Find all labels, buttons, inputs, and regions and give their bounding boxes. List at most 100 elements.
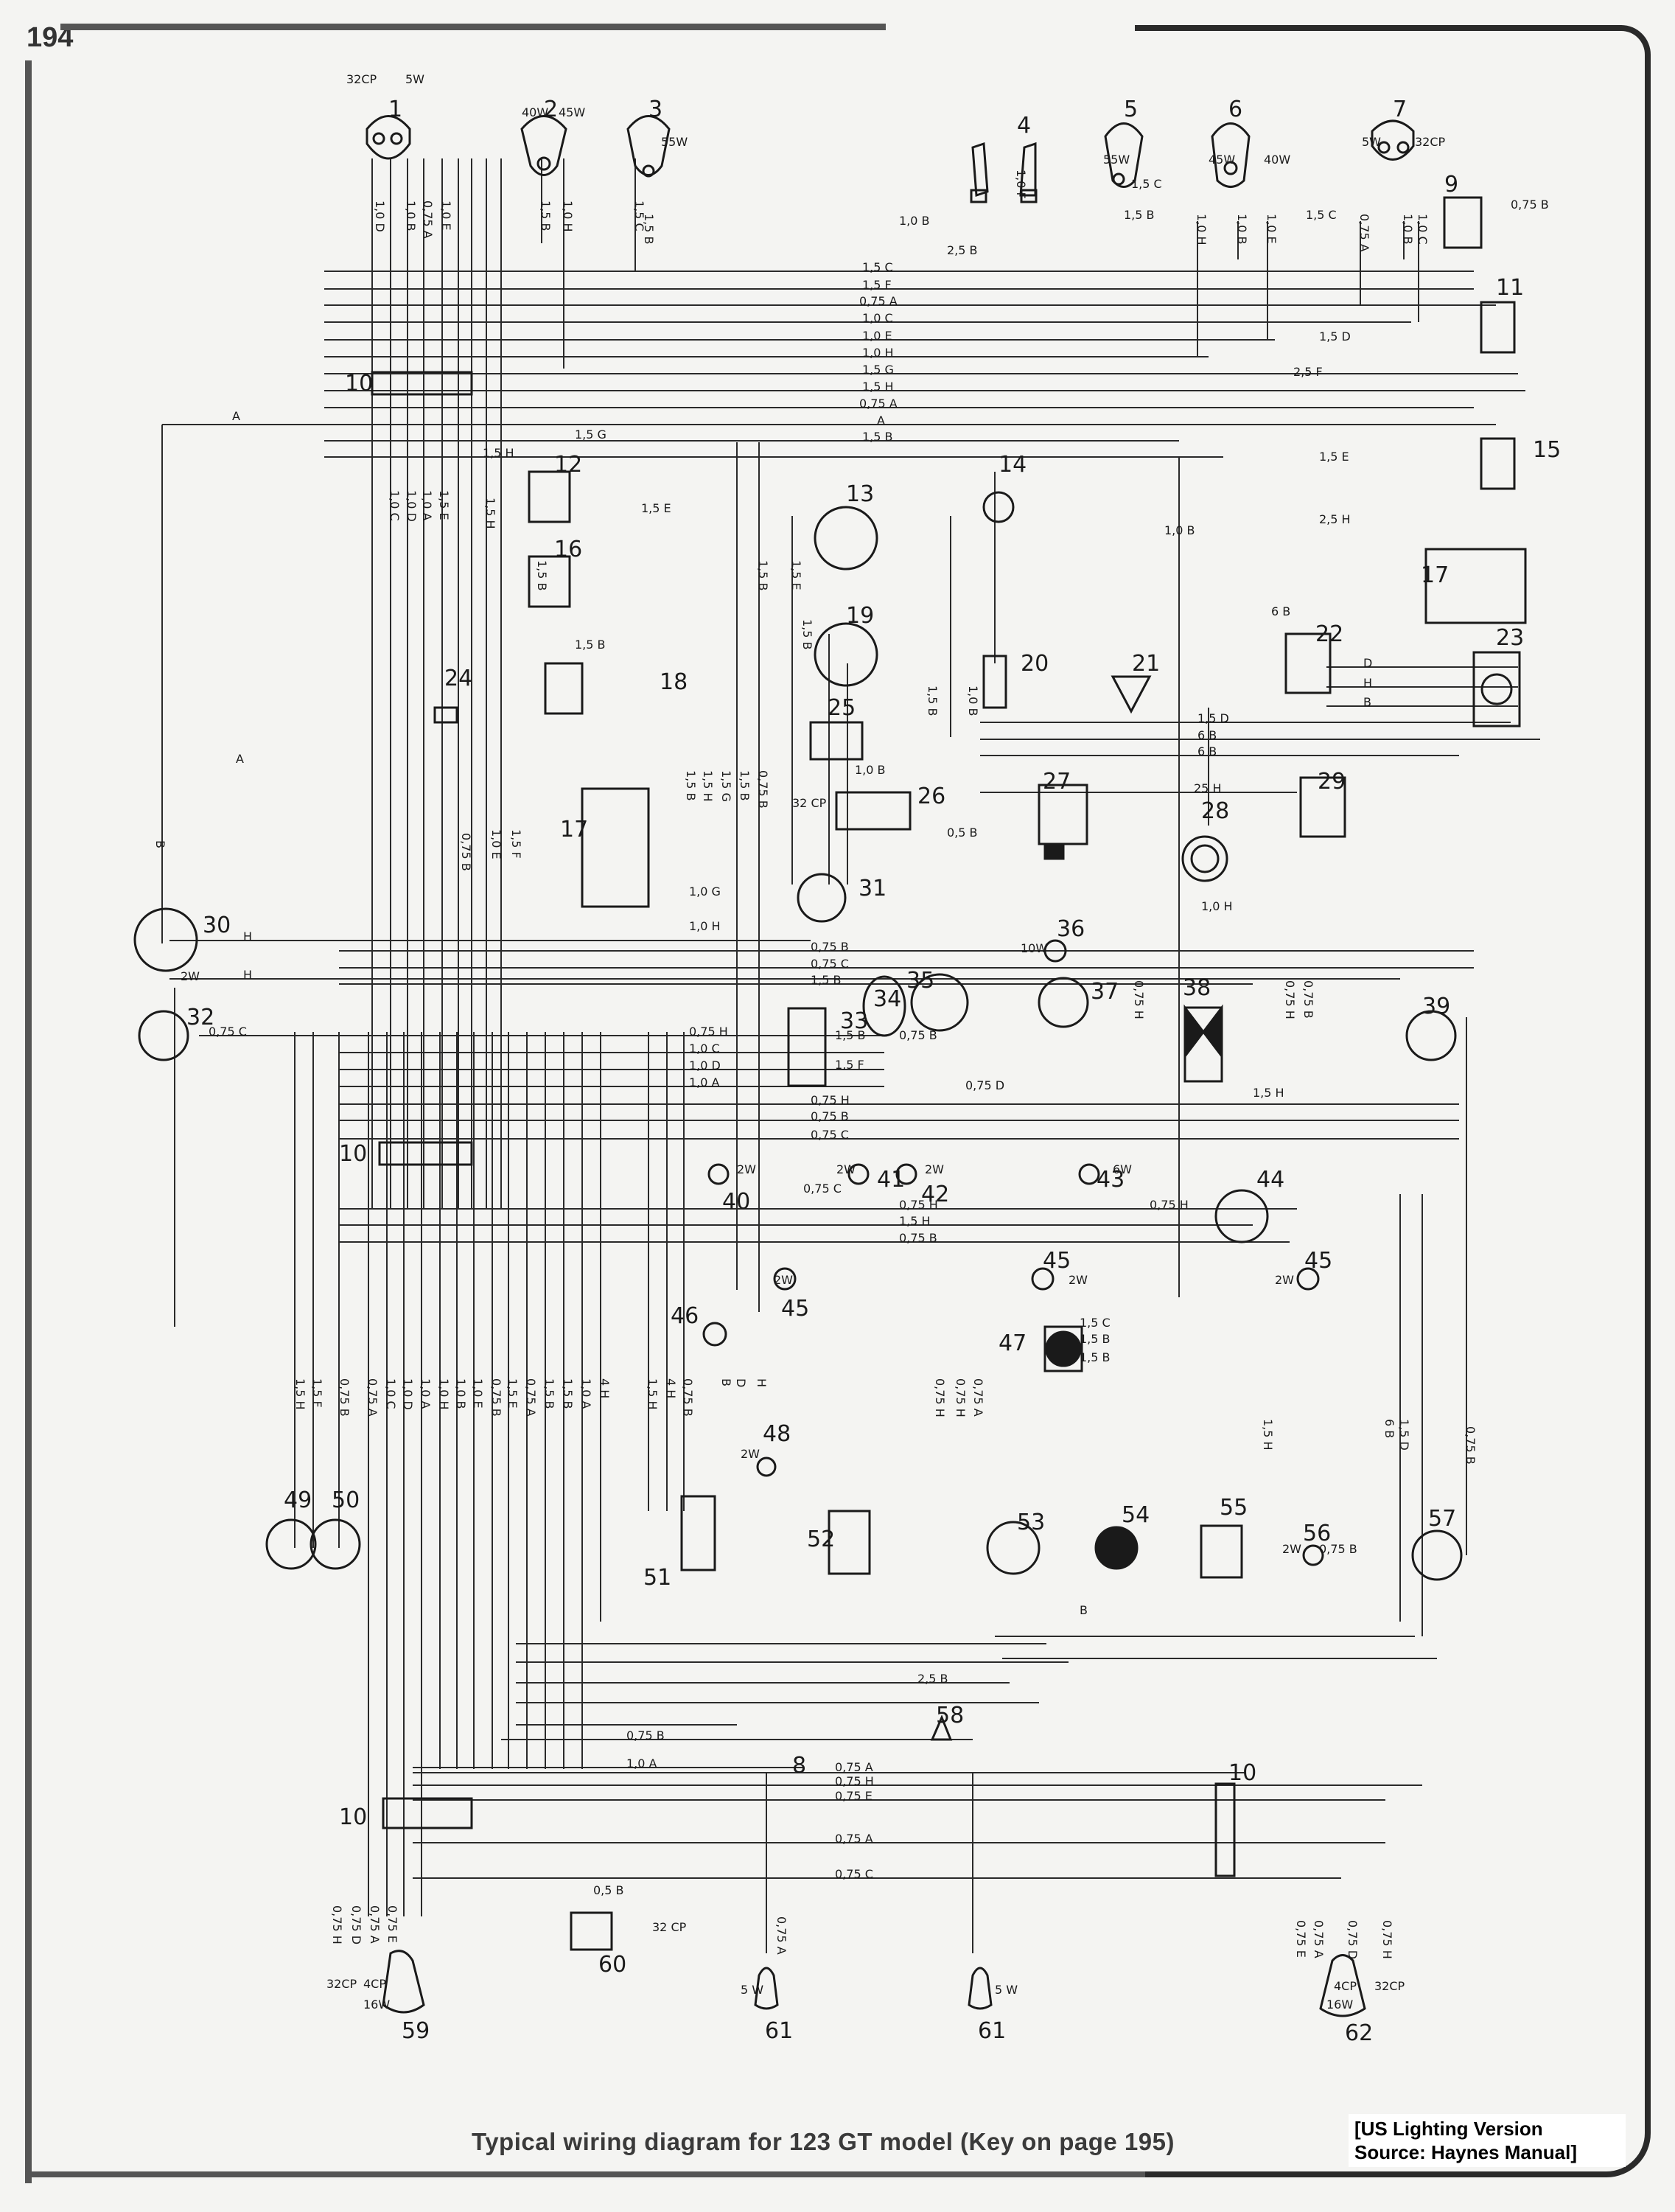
wire-label: 0,75 H	[1150, 1198, 1189, 1212]
horn-4	[970, 142, 1038, 203]
tachometer-30	[133, 907, 198, 972]
oil-sender-21	[1111, 675, 1152, 714]
source-note: [US Lighting Version Source: Haynes Manu…	[1349, 2114, 1626, 2167]
wire-label: 1,0 C	[689, 1042, 720, 1056]
wire-label-vertical: 1,5 B	[535, 560, 549, 591]
fan-motor-28-inner	[1190, 844, 1220, 873]
wire-label-vertical: 0,75 D	[1346, 1920, 1360, 1959]
component-number: 2	[544, 97, 558, 122]
component-number: 39	[1422, 994, 1450, 1019]
component-number: 38	[1183, 975, 1211, 1001]
component-number: 44	[1256, 1167, 1284, 1193]
wire-label: 1,5 F	[862, 278, 892, 292]
wire-label-vertical: 0,75 E	[385, 1905, 399, 1943]
component-number: 24	[444, 666, 472, 691]
wire-label: 1,5 B	[1080, 1332, 1111, 1346]
wire-label-vertical: 1,0 E	[471, 1378, 485, 1409]
lamp-switch-26	[835, 791, 912, 831]
wire-label: 2W	[1282, 1542, 1301, 1556]
component-number: 58	[936, 1703, 964, 1728]
wire-label-vertical: 1,0 A	[579, 1378, 593, 1409]
wire-label: 0,75 B	[1319, 1542, 1357, 1556]
sender-58	[930, 1714, 953, 1741]
wire-label-vertical: 1,0 D	[373, 200, 387, 232]
component-number: 47	[999, 1330, 1027, 1356]
component-number: 5	[1124, 97, 1138, 122]
wire-label: 32CP	[346, 72, 377, 86]
wire-label: H	[243, 968, 252, 982]
component-number: 57	[1428, 1506, 1456, 1532]
wire-label-vertical: 0,75 A	[971, 1378, 985, 1417]
wire-label-vertical: 1,5 B	[756, 560, 770, 591]
component-number: 55	[1220, 1495, 1248, 1521]
wire-label-vertical: 0,75 B	[681, 1378, 695, 1417]
wire-label-vertical: 1,5 H	[646, 1378, 660, 1410]
wire-label-vertical: 1,5 C	[632, 200, 646, 231]
fog-lamp-5	[1104, 122, 1144, 188]
component-number: 10	[1228, 1760, 1256, 1786]
component-number: 11	[1496, 275, 1524, 301]
instrument-lamp-45b	[1031, 1267, 1055, 1291]
wire-label: H	[243, 929, 252, 943]
switch-24	[433, 706, 458, 724]
component-number: 37	[1091, 979, 1119, 1005]
wire-label-vertical: 1,0 E	[489, 829, 503, 859]
wire-label-vertical: 1,0 C	[388, 490, 402, 521]
component-number: 43	[1097, 1167, 1125, 1193]
wire-label: 5W	[405, 72, 424, 86]
component-number: 61	[765, 2018, 793, 2044]
component-number: 29	[1318, 769, 1346, 795]
wiper-switch-55	[1200, 1524, 1243, 1579]
license-lamp-61a	[754, 1967, 779, 2010]
wire-label: 2,5 B	[917, 1672, 948, 1686]
wire-label-vertical: 0,75 B	[459, 833, 473, 871]
wire-label-vertical: 1,5 B	[539, 200, 553, 231]
distributor-14	[982, 491, 1015, 523]
component-number: 6	[1228, 97, 1242, 122]
wire-label: 1,5 G	[575, 428, 606, 442]
wire-label-vertical: 0,75 B	[1464, 1426, 1478, 1465]
instrument-lamp-45c	[1296, 1267, 1320, 1291]
wire-label: 32CP	[326, 1977, 357, 1991]
wire-label-vertical: 0,75 B	[338, 1378, 352, 1417]
wire-label-vertical: 0,75 A	[368, 1905, 382, 1944]
component-number: 54	[1122, 1502, 1150, 1528]
lamp-36	[1043, 939, 1067, 963]
wire-label-vertical: 4 H	[598, 1378, 612, 1398]
wire-label-vertical: 1,0 H	[437, 1378, 451, 1410]
warning-lamp-41	[847, 1163, 870, 1185]
wire-label-vertical: 0,75 H	[1283, 980, 1297, 1019]
wire-label-vertical: 1,0 C	[1416, 214, 1430, 245]
component-number: 13	[846, 481, 874, 507]
alternator-23-symbol	[1480, 673, 1513, 705]
wire-label: 0,75 C	[209, 1025, 247, 1039]
wire-label: 0,75 C	[811, 957, 849, 971]
wire-label-vertical: 1,5 H	[293, 1378, 307, 1410]
horn-54	[1094, 1526, 1139, 1570]
wire-label-vertical: 0,75 A	[1357, 214, 1371, 252]
wire-label-vertical: 0,75 H	[954, 1378, 968, 1417]
component-number: 10	[339, 1141, 367, 1167]
wire-label: 25 H	[1194, 781, 1221, 795]
wire-label: 6W	[1113, 1162, 1132, 1176]
component-number: 7	[1393, 97, 1407, 122]
heater-25	[809, 721, 864, 761]
component-number: 8	[792, 1753, 806, 1779]
wire-label: 1,5 H	[899, 1214, 931, 1228]
wire-label: 0,75 B	[1511, 198, 1549, 212]
wire-label: 1,5 G	[862, 363, 894, 377]
wire-label-vertical: 1,5 B	[926, 685, 940, 716]
wire-label: 40W	[522, 105, 548, 119]
wire-label-vertical: 0,75 A	[1312, 1920, 1326, 1958]
wire-label-vertical: 1,0 B	[454, 1378, 468, 1409]
component-number: 31	[859, 876, 887, 901]
door-switch-50	[310, 1518, 361, 1570]
wire-label-vertical: 0,75 B	[756, 770, 770, 809]
component-number: 50	[332, 1487, 360, 1513]
wire-label: 2,5 F	[1293, 365, 1323, 379]
wire-label: 0,75 H	[899, 1198, 938, 1212]
component-number: 61	[978, 2018, 1006, 2044]
wire-label: B	[1080, 1603, 1088, 1617]
